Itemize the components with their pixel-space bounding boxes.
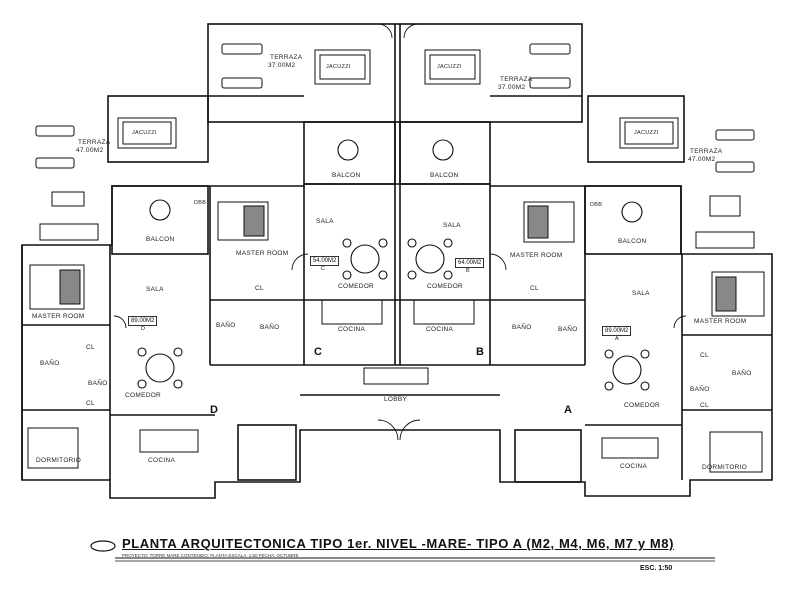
master-room-label: MASTER ROOM [32,313,85,320]
comedor-label: COMEDOR [427,283,464,290]
unit-a-area: 89.00M2 [602,326,632,336]
terraza-top-right-label: TERRAZA [500,76,533,83]
master-room-label: MASTER ROOM [510,252,563,259]
bano-label: BAÑO [88,380,108,387]
bano-label: BAÑO [558,326,578,333]
terraza-right-label: TERRAZA [690,148,723,155]
bano-label: BAÑO [260,324,280,331]
elevator-core [237,424,297,481]
unit-b-tag-letter: B [466,268,470,274]
lobby-label: LOBBY [384,396,408,403]
jacuzzi-label: JACUZZI [634,130,659,136]
balcon-label: BALCON [618,238,647,245]
terraza-right-block [587,95,685,163]
terraza-top-left-area: 37.00M2 [268,62,296,69]
cl-label: CL [255,285,264,292]
cl-label: CL [86,400,95,407]
terraza-left-area: 47.00M2 [76,147,104,154]
dbb-label: DBB [590,202,603,208]
sala-label: SALA [443,222,461,229]
cocina-label: COCINA [620,463,648,470]
unit-letter-d: D [210,404,218,416]
cl-label: CL [86,344,95,351]
comedor-label: COMEDOR [624,402,661,409]
jacuzzi-label: JACUZZI [132,130,157,136]
balcon-label: BALCON [430,172,459,179]
unit-a-tag-letter: A [615,336,619,342]
unit-c-area: 54.00M2 [310,256,340,266]
comedor-label: COMEDOR [125,392,162,399]
jacuzzi-top-right [424,49,481,85]
sala-label: SALA [632,290,650,297]
bano-label: BAÑO [40,360,60,367]
jacuzzi-label: JACUZZI [326,64,351,70]
master-room-label: MASTER ROOM [236,250,289,257]
cl-label: CL [700,352,709,359]
cocina-label: COCINA [426,326,454,333]
bano-label: BAÑO [216,322,236,329]
bano-label: BAÑO [732,370,752,377]
terraza-right-area: 47.00M2 [688,156,716,163]
dormitorio-label: DORMITORIO [36,457,82,464]
unit-c-tag-letter: C [321,266,326,272]
unit-b-area: 64.00M2 [455,258,485,268]
dbb-label: DBB [194,200,207,206]
cl-label: CL [700,402,709,409]
master-room-label: MASTER ROOM [694,318,747,325]
jacuzzi-right [619,117,679,149]
plan-title: PLANTA ARQUITECTONICA TIPO 1er. NIVEL -M… [122,536,675,551]
unit-d-area: 89.00M2 [128,316,158,326]
dormitorio-label: DORMITORIO [702,464,748,471]
stair-core [514,429,582,483]
balcon-label: BALCON [332,172,361,179]
cocina-label: COCINA [338,326,366,333]
terraza-top-right-area: 37.00M2 [498,84,526,91]
bano-label: BAÑO [690,386,710,393]
sala-label: SALA [146,286,164,293]
bano-label: BAÑO [512,324,532,331]
unit-letter-c: C [314,346,322,358]
plan-scale: ESC. 1:50 [640,565,673,572]
unit-letter-b: B [476,346,484,358]
balcon-label: BALCON [146,236,175,243]
comedor-label: COMEDOR [338,283,375,290]
terraza-left-label: TERRAZA [78,139,111,146]
terraza-top-left-label: TERRAZA [270,54,303,61]
jacuzzi-top-left [314,49,371,85]
cocina-label: COCINA [148,457,176,464]
terraza-left-block [107,95,209,163]
jacuzzi-left [117,117,177,149]
unit-d-tag-letter: D [141,326,146,332]
plan-subtitle: PROYECTO: TORRE MARE CONTENIDO: PLANTA E… [122,553,299,558]
unit-letter-a: A [564,404,572,416]
cl-label: CL [530,285,539,292]
building-outline [21,183,773,499]
jacuzzi-label: JACUZZI [437,64,462,70]
sala-label: SALA [316,218,334,225]
